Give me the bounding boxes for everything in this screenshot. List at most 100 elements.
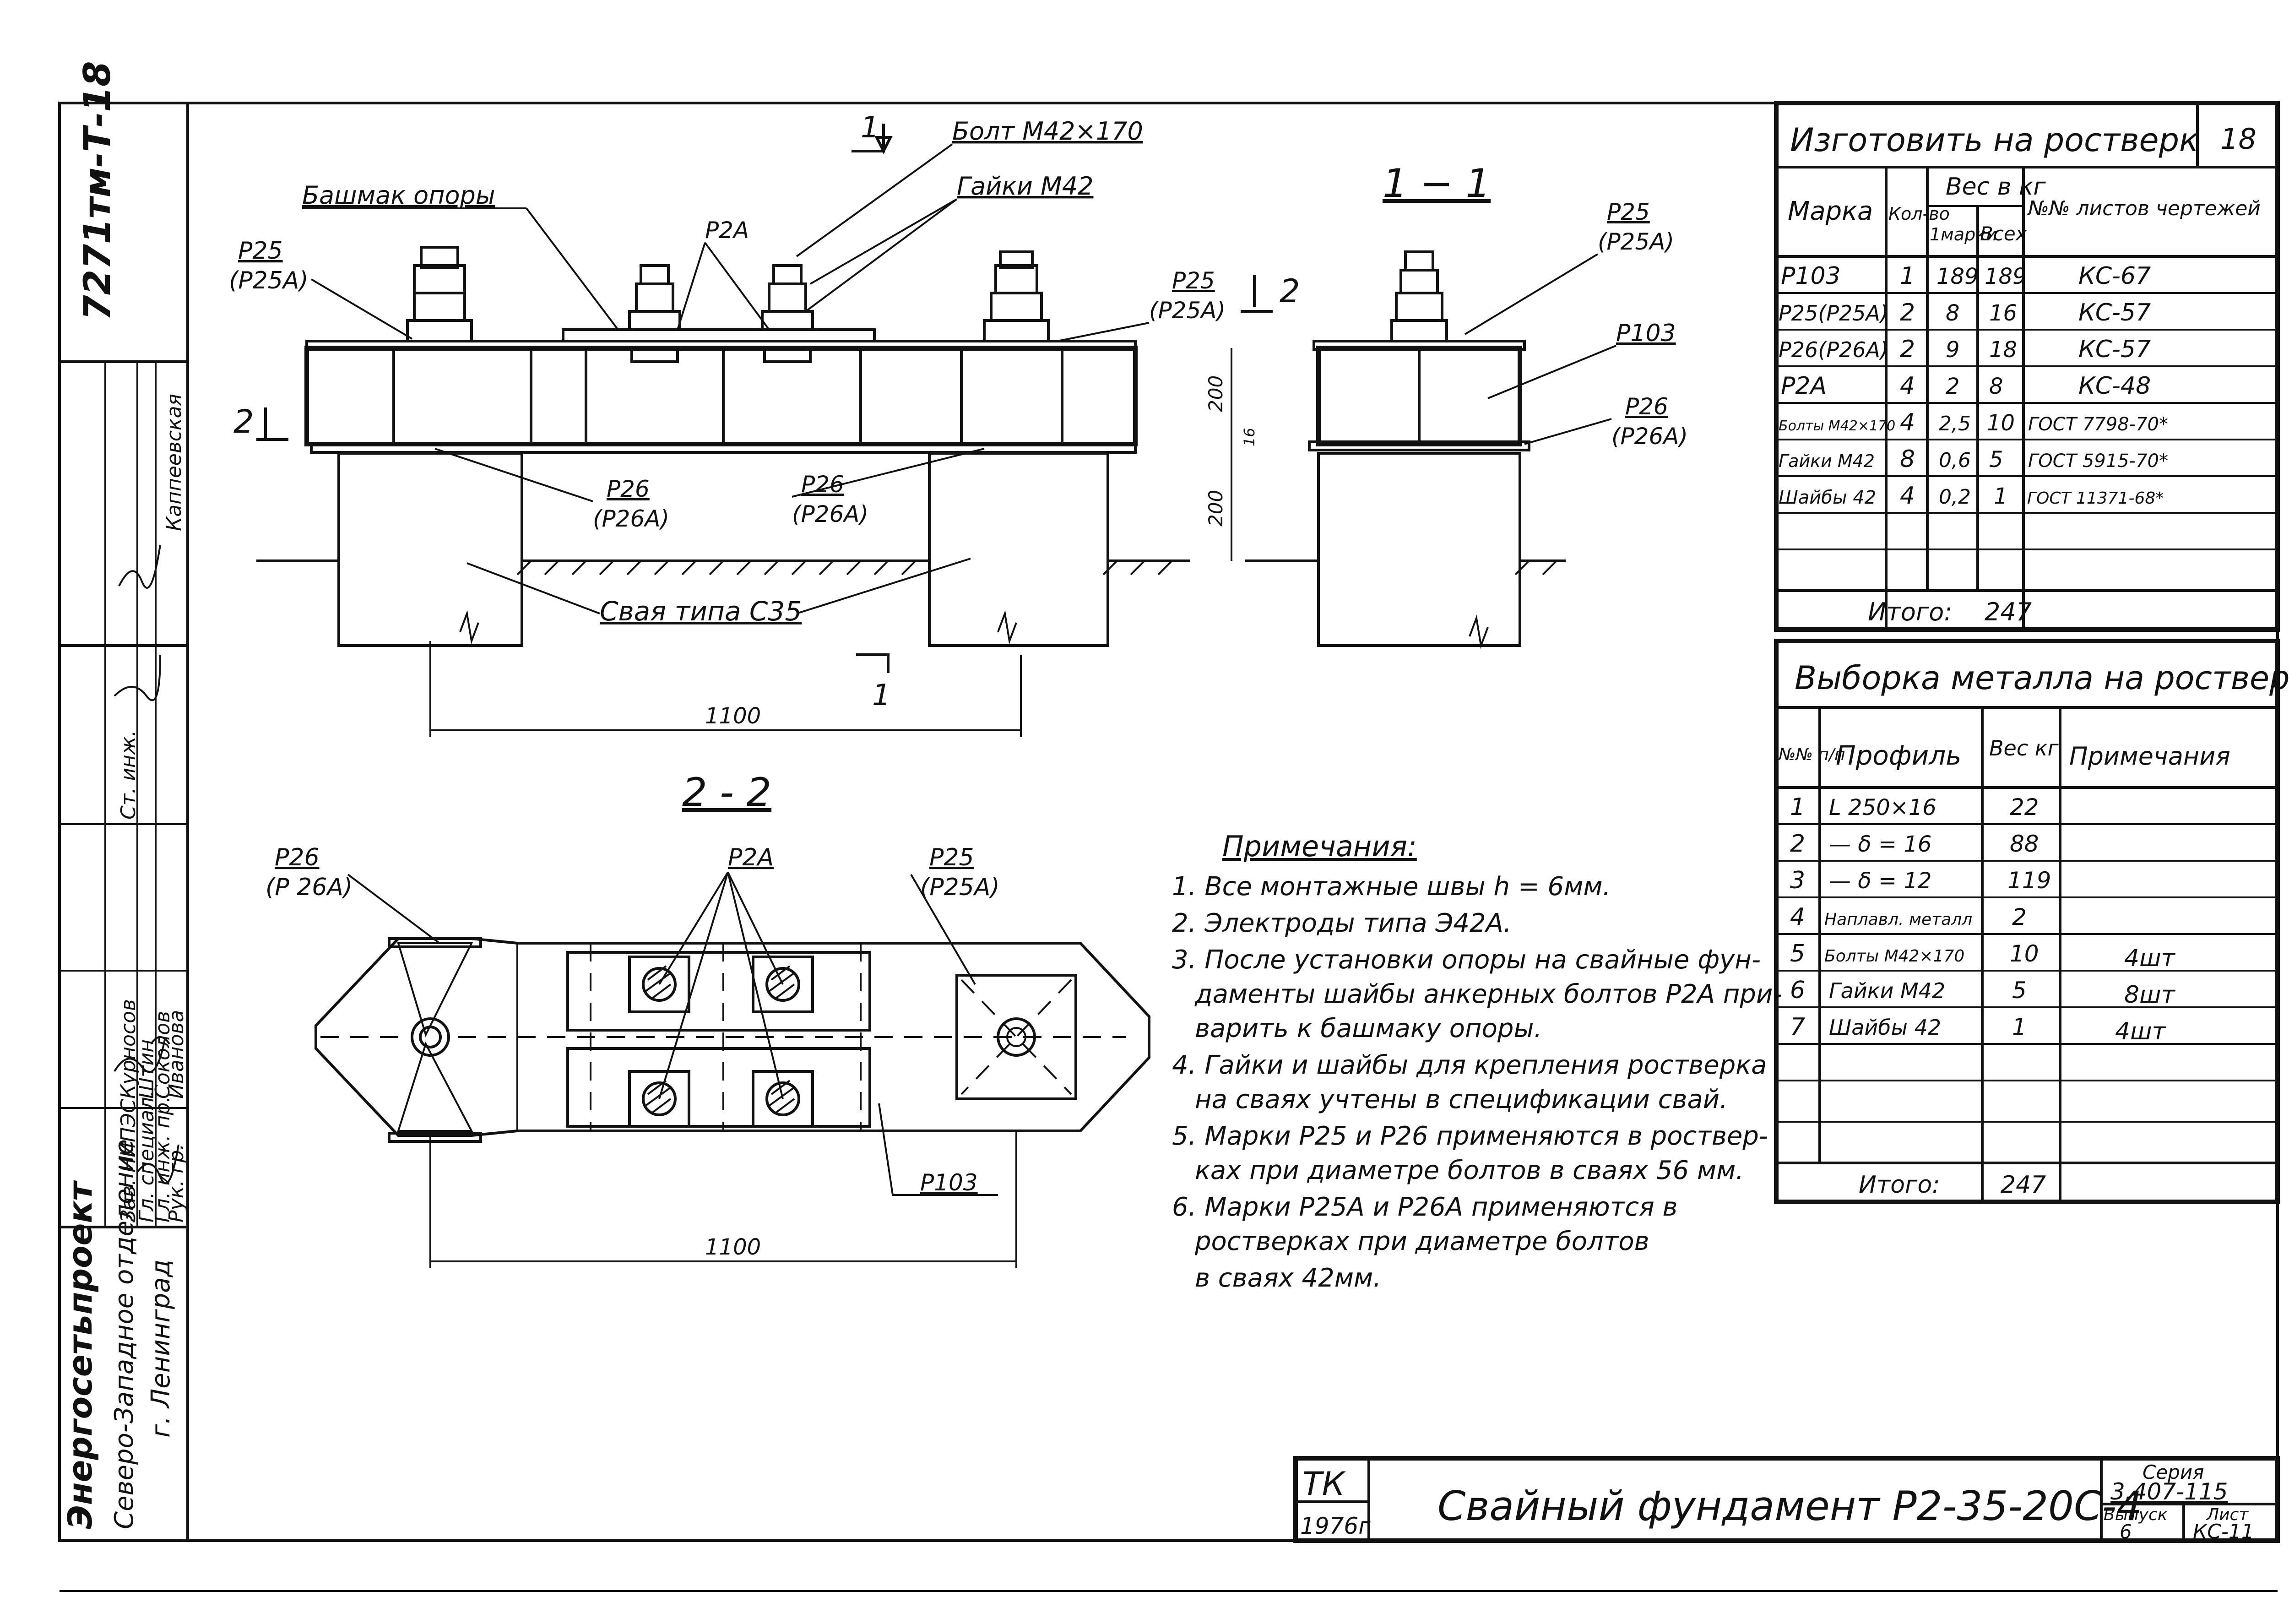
metal-r4-num: 4 (1790, 903, 1805, 931)
label-p26-left: Р26 (607, 476, 650, 502)
plan-plate-bottom (566, 1047, 871, 1128)
make-r7-sheet: ГОСТ 11371-68* (2027, 489, 2164, 508)
make-r1-mark: Р103 (1781, 262, 1841, 290)
tb-sheet-label: Лист (2206, 1505, 2249, 1524)
stamp-role-3: Гл. специал. (135, 1091, 158, 1222)
metal-r5-profile: Болты М42×170 (1824, 947, 1964, 966)
make-r6-total: 5 (1989, 447, 2003, 473)
metal-header-weight: Вес кг (1989, 736, 2059, 760)
plan-2-2-view: 2 - 2 1100 (266, 770, 1150, 1268)
metal-r3-num: 3 (1790, 867, 1805, 894)
label-p26a-mid: (Р26А) (792, 501, 868, 527)
make-r5-unit: 2,5 (1939, 412, 1971, 435)
metal-title: Выборка металла на ростверк (1795, 659, 2289, 697)
make-r4-unit: 2 (1946, 374, 1960, 399)
stamp-role-2: Гл. инж. пр. (151, 1096, 174, 1222)
plan-label-p2a: Р2А (728, 844, 774, 871)
tb-series-label: Серия (2143, 1461, 2204, 1483)
make-r1-unit: 189 (1936, 264, 1979, 289)
make-r3-sheet: КС-57 (2078, 336, 2151, 363)
notes-block: Примечания: 1. Все монтажные швы h = 6мм… (1172, 830, 1782, 1293)
stamp-name-2: Соколов (151, 1011, 174, 1099)
note-line-10: 6. Марки Р25А и Р26А применяются в (1172, 1192, 1678, 1222)
metal-header-num: №№ п/п (1778, 745, 1845, 764)
bolt-mid-2 (761, 264, 814, 363)
label-p25a-right: (Р25А) (1149, 297, 1226, 324)
dim-1100-plan: 1100 (705, 1234, 761, 1260)
make-r2-qty: 2 (1900, 299, 1915, 326)
make-header-unit: 1марки (1930, 224, 1997, 244)
pile-left (337, 452, 523, 647)
metal-r6-weight: 5 (2012, 977, 2027, 1004)
vertical-stamp: 7271тм-Т-18 Энергосетьпроект Северо-Запа… (60, 61, 188, 1529)
make-r2-mark: Р25(Р25А) (1779, 301, 1888, 326)
metal-r4-weight: 2 (2012, 904, 2027, 930)
bolt-left (406, 246, 473, 342)
metal-r7-profile: Шайбы 42 (1829, 1015, 1941, 1040)
plan-label-p26: Р26 (275, 844, 320, 871)
metal-r1-profile: L 250×16 (1829, 795, 1936, 820)
note-line-7: на сваях учтены в спецификации свай. (1195, 1085, 1728, 1114)
tb-year: 1976г (1300, 1513, 1371, 1539)
tb-series: 3.407-115 (2110, 1478, 2228, 1505)
metal-r3-profile: — δ = 12 (1829, 868, 1931, 894)
plan-label-p103: Р103 (920, 1169, 978, 1196)
section-2-2-title: 2 - 2 (682, 770, 771, 815)
dim-1100-elev: 1100 (705, 703, 761, 729)
make-title: Изготовить на ростверк (1790, 121, 2198, 159)
pile-right (928, 452, 1109, 647)
make-r3-unit: 9 (1946, 337, 1960, 363)
make-r6-mark: Гайки М42 (1779, 451, 1875, 471)
make-header-qty: Кол-во (1888, 204, 1950, 224)
note-line-2: 2. Электроды типа Э42А. (1172, 908, 1512, 938)
make-header-weight: Вес в кг (1946, 173, 2046, 201)
plan-label-p25: Р25 (929, 844, 974, 871)
note-line-1: 1. Все монтажные швы h = 6мм. (1172, 872, 1611, 902)
table-metal: Выборка металла на ростверк №№ п/п Профи… (1774, 639, 2289, 1204)
note-line-9: ках при диаметре болтов в сваях 56 мм. (1195, 1156, 1744, 1185)
metal-total-value: 247 (2001, 1171, 2046, 1199)
tb-issue-label: Выпуск (2104, 1505, 2168, 1524)
label-bolt: Болт М42×170 (952, 117, 1143, 146)
metal-r6-profile: Гайки М42 (1829, 978, 1945, 1003)
section-1-1-title: 1 − 1 (1383, 161, 1491, 206)
table-make: Изготовить на ростверк 1 8 Марка Кол-во В… (1774, 101, 2280, 632)
make-r7-unit: 0,2 (1939, 485, 1971, 509)
note-line-6: 4. Гайки и шайбы для крепления ростверка (1172, 1050, 1767, 1080)
section-1-bottom: 1 (872, 679, 891, 712)
note-line-11: ростверках при диаметре болтов (1194, 1227, 1649, 1256)
org-branch: Северо-Западное отделение (109, 1139, 139, 1529)
make-r3-qty: 2 (1900, 336, 1915, 363)
section-2-left: 2 (233, 403, 254, 440)
tb-sheet: КС-11 (2193, 1520, 2254, 1543)
metal-r5-note: 4шт (2124, 945, 2176, 972)
make-r6-qty: 8 (1900, 445, 1915, 473)
make-r7-qty: 4 (1900, 482, 1915, 510)
make-header-sheets: №№ листов чертежей (2027, 197, 2261, 220)
make-r2-total: 16 (1989, 300, 2017, 326)
note-line-5: варить к башмаку опоры. (1195, 1014, 1542, 1043)
make-r7-total: 1 (1994, 483, 2008, 509)
make-r3-mark: Р26(Р26А) (1779, 337, 1888, 362)
metal-header-profile: Профиль (1836, 740, 1961, 771)
metal-r2-num: 2 (1790, 830, 1805, 858)
org-name: Энергосетьпроект (61, 1180, 99, 1529)
side-label-p103: Р103 (1616, 320, 1676, 347)
signatures (114, 544, 179, 1184)
org-city: г. Ленинград (146, 1260, 176, 1438)
metal-r7-weight: 1 (2012, 1014, 2027, 1040)
stamp-name-1: Иванова (165, 1010, 188, 1099)
label-p25-right: Р25 (1172, 267, 1215, 294)
side-label-p25: Р25 (1607, 199, 1650, 225)
make-header-mark: Марка (1788, 196, 1873, 226)
section-1-1-view: 1 − 1 Р25 (Р25А) Р103 Р26 (Р26А) (1245, 161, 1688, 649)
stamp-name-6: Каппеевская (163, 394, 186, 531)
metal-r7-note: 4шт (2115, 1018, 2167, 1045)
drawing-code: 7271тм-Т-18 (76, 61, 119, 320)
note-line-4: даменты шайбы анкерных болтов Р2А при- (1194, 979, 1782, 1009)
label-p25-left: Р25 (238, 237, 283, 265)
dim-200-top: 200 (1204, 375, 1227, 412)
make-r4-total: 8 (1989, 374, 2003, 399)
section-2-right: 2 (1280, 272, 1300, 310)
tb-title: Свайный фундамент Р2-35-20С-4 (1437, 1483, 2142, 1530)
